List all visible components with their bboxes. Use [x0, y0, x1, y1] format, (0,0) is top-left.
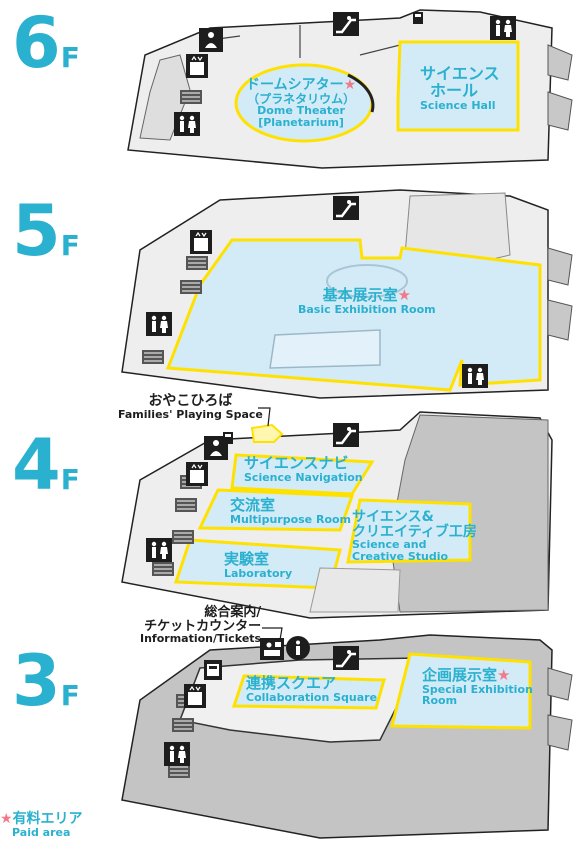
restroom-icon	[164, 742, 190, 766]
special-exhibition-label: 企画展示室★ Special Exhibition Room	[422, 666, 533, 708]
restroom-icon	[490, 16, 516, 40]
information-icon	[286, 636, 310, 660]
paid-star-icon: ★	[343, 77, 357, 93]
multipurpose-room-label: 交流室 Multipurpose Room	[230, 496, 352, 526]
escalator-icon	[333, 196, 359, 220]
floor-3f-plan	[121, 634, 573, 839]
floor-4f-plan	[121, 411, 553, 619]
locker-icon	[223, 432, 233, 444]
floor-label-6f: 6F	[12, 2, 80, 84]
families-space-leader	[258, 407, 271, 427]
families-space-label: おやこひろば Families' Playing Space	[118, 393, 263, 421]
escalator-icon	[333, 12, 359, 36]
restroom-icon	[462, 364, 488, 388]
elevator-icon	[184, 684, 206, 708]
paid-area-legend: ★有料エリア Paid area	[0, 811, 83, 839]
escalator-icon	[333, 646, 359, 670]
paid-star-icon: ★	[397, 286, 412, 304]
floor-5f-plan	[121, 189, 573, 399]
floor-label-5f: 5F	[12, 190, 80, 272]
floor-label-3f: 3F	[12, 640, 80, 722]
locker-icon	[413, 12, 423, 24]
collaboration-square-label: 連携スクエア Collaboration Square	[246, 674, 378, 704]
nursing-room-icon	[204, 436, 228, 460]
floor-label-4f: 4F	[12, 424, 80, 506]
ticket-counter-icon	[260, 638, 284, 660]
creative-studio-label: サイエンス& クリエイティブ工房 Science and Creative St…	[352, 509, 477, 563]
restroom-icon	[174, 112, 200, 136]
nursing-room-icon	[199, 28, 223, 52]
elevator-icon	[186, 54, 208, 78]
laboratory-label: 実験室 Laboratory	[224, 550, 293, 580]
elevator-icon	[186, 462, 208, 486]
basic-exhibition-label: 基本展示室★ Basic Exhibition Room	[298, 286, 436, 316]
information-label: 総合案内/ チケットカウンター Information/Tickets	[140, 605, 262, 646]
science-navigation-label: サイエンスナビ Science Navigation	[244, 454, 363, 484]
dome-theater-label: ドームシアター★ （プラネタリウム） Dome Theater [Planeta…	[246, 77, 357, 129]
floor-6f-plan	[127, 9, 573, 169]
paid-star-icon: ★	[0, 811, 13, 827]
locker-icon	[204, 660, 222, 680]
escalator-icon	[333, 423, 359, 447]
science-hall-label: サイエンス ホール Science Hall	[420, 64, 500, 112]
paid-star-icon: ★	[497, 666, 511, 684]
elevator-icon	[190, 230, 212, 254]
information-leader	[262, 627, 283, 641]
restroom-icon	[146, 538, 172, 562]
restroom-icon	[146, 312, 172, 336]
